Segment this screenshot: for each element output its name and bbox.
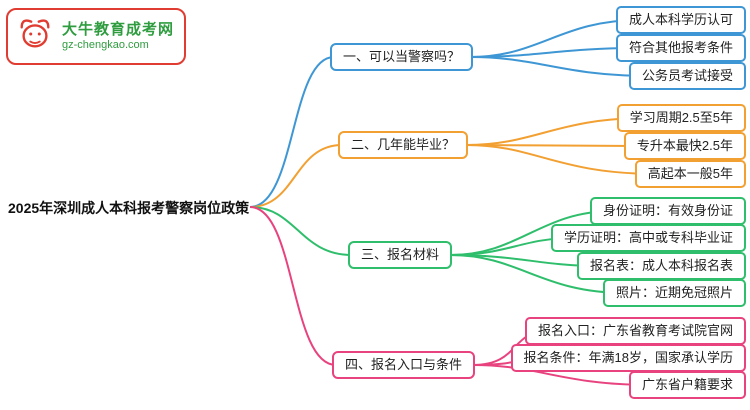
leaf-node-residency-req: 广东省户籍要求 bbox=[628, 371, 746, 400]
leaf-node-study-period: 学习周期2.5至5年 bbox=[616, 104, 746, 133]
root-node: 2025年深圳成人本科报考警察岗位政策 bbox=[8, 200, 250, 216]
leaf-node-age-condition: 报名条件：年满18岁，国家承认学历 bbox=[510, 344, 746, 373]
leaf-node-photo: 照片：近期免冠照片 bbox=[602, 279, 746, 308]
logo-brand-text: 大牛教育成考网 bbox=[62, 20, 175, 38]
branch-node-entry-conditions: 四、报名入口与条件 bbox=[332, 351, 476, 380]
branch-node-materials: 三、报名材料 bbox=[348, 241, 453, 270]
leaf-node-education-proof: 学历证明：高中或专科毕业证 bbox=[550, 224, 746, 253]
bull-logo-icon bbox=[16, 15, 54, 58]
logo-domain-text: gz-chengkao.com bbox=[62, 38, 149, 51]
leaf-node-other-conditions: 符合其他报考条件 bbox=[615, 34, 746, 63]
leaf-node-id-proof: 身份证明：有效身份证 bbox=[589, 197, 746, 226]
site-logo: 大牛教育成考网 gz-chengkao.com bbox=[6, 8, 187, 65]
leaf-node-highstart-years: 高起本一般5年 bbox=[634, 160, 746, 189]
branch-node-years-to-graduate: 二、几年能毕业？ bbox=[338, 131, 469, 160]
leaf-node-application-form: 报名表：成人本科报名表 bbox=[576, 252, 746, 281]
leaf-node-civil-service-exam: 公务员考试接受 bbox=[628, 62, 746, 91]
leaf-node-upgrade-fastest: 专升本最快2.5年 bbox=[623, 132, 746, 161]
leaf-node-degree-recognized: 成人本科学历认可 bbox=[615, 6, 746, 35]
branch-node-can-be-police: 一、可以当警察吗？ bbox=[330, 43, 474, 72]
leaf-node-entry-portal: 报名入口：广东省教育考试院官网 bbox=[524, 317, 746, 346]
